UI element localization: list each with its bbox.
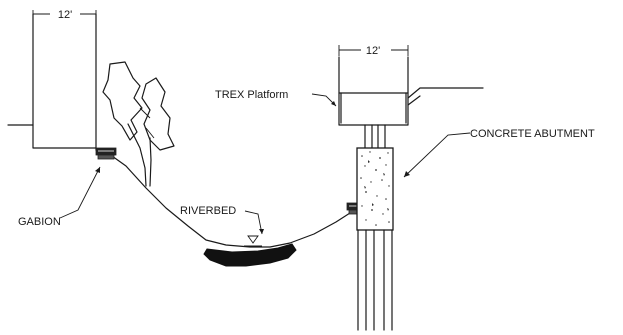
trex-platform <box>338 45 484 126</box>
riverbed-label: RIVERBED <box>180 205 236 217</box>
gabion-label: GABION <box>18 216 61 228</box>
leader-concrete-abutment <box>403 132 471 178</box>
leader-trex-platform <box>311 93 337 107</box>
concrete-abutment <box>356 147 394 231</box>
ground-profile <box>95 149 357 248</box>
left-structure <box>7 10 97 151</box>
riverbed-water <box>203 243 297 267</box>
water-level-symbol <box>244 235 262 247</box>
tree-icon <box>102 61 175 187</box>
platform-columns <box>364 124 386 149</box>
platform-width-label: 12' <box>366 45 380 57</box>
abutment-piles <box>357 229 393 331</box>
trex-platform-label: TREX Platform <box>215 89 288 101</box>
gabion-basket-icon <box>95 147 117 160</box>
leader-gabion <box>59 166 101 219</box>
concrete-abutment-label: CONCRETE ABUTMENT <box>470 128 595 140</box>
left-width-label: 12' <box>58 9 72 21</box>
leader-riverbed <box>244 210 264 235</box>
